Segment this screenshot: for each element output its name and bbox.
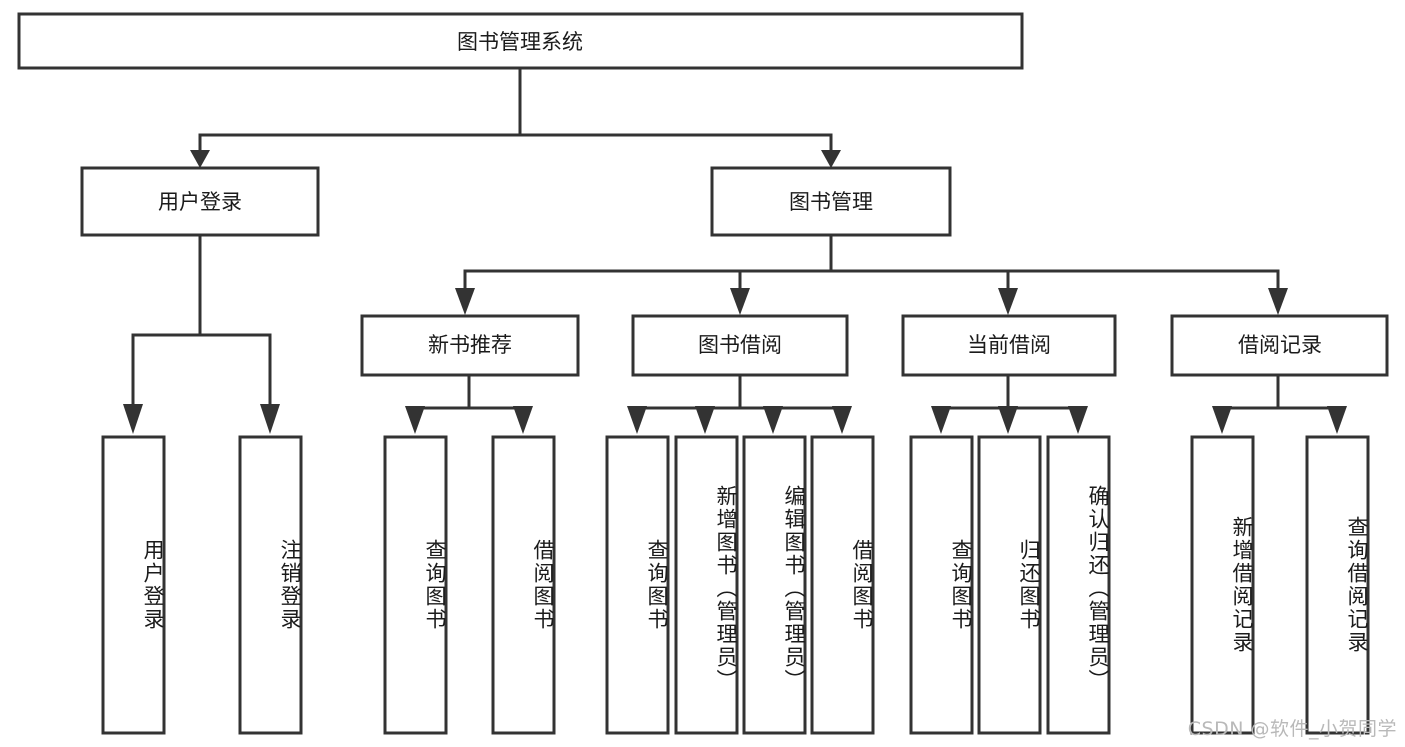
node-new-book-recommend-box[interactable] xyxy=(360,314,580,377)
node-leaf-query-record-box[interactable] xyxy=(1305,435,1370,735)
node-user-login[interactable]: 用户登录 xyxy=(80,166,320,237)
arrowhead-leaf-user-login xyxy=(123,404,143,434)
node-leaf-borrow-book-2-box[interactable] xyxy=(810,435,875,735)
node-current-borrow[interactable]: 当前借阅 xyxy=(901,314,1117,377)
node-leaf-borrow-book-1-box[interactable] xyxy=(491,435,556,735)
node-leaf-query-book-1-box[interactable] xyxy=(383,435,448,735)
arrowhead-leaf-confirm-return xyxy=(1068,406,1088,434)
arrowhead-leaf-query-book-1 xyxy=(405,406,425,434)
node-borrow-record[interactable]: 借阅记录 xyxy=(1170,314,1389,377)
node-leaf-query-book-3-box[interactable] xyxy=(909,435,974,735)
node-leaf-add-record-box[interactable] xyxy=(1190,435,1255,735)
node-root-label: 图书管理系统 xyxy=(457,30,583,54)
node-new-book-recommend[interactable]: 新书推荐 xyxy=(360,314,580,377)
arrowhead-new-book-recommend xyxy=(455,288,475,315)
node-leaf-user-login-box[interactable] xyxy=(101,435,166,735)
node-user-login-label: 用户登录 xyxy=(158,190,242,214)
node-leaf-edit-book-box[interactable] xyxy=(742,435,807,735)
node-root-box[interactable] xyxy=(17,12,1024,70)
arrowhead-leaf-borrow-book-1 xyxy=(513,406,533,434)
arrowhead-leaf-return-book xyxy=(998,406,1018,434)
connector-layer xyxy=(123,66,1347,434)
node-leaf-query-book-2-box[interactable] xyxy=(605,435,670,735)
node-leaf-return-book-box[interactable] xyxy=(977,435,1042,735)
node-book-manage-label: 图书管理 xyxy=(789,190,873,214)
arrowhead-leaf-query-record xyxy=(1327,406,1347,434)
node-book-manage-box[interactable] xyxy=(710,166,952,237)
node-book-borrow-label: 图书借阅 xyxy=(698,333,782,357)
node-leaf-user-logout-box[interactable] xyxy=(238,435,303,735)
node-leaf-add-book-box[interactable] xyxy=(674,435,739,735)
node-borrow-record-box[interactable] xyxy=(1170,314,1389,377)
node-root[interactable]: 图书管理系统 xyxy=(17,12,1024,70)
arrowhead-leaf-user-logout xyxy=(260,404,280,434)
node-borrow-record-label: 借阅记录 xyxy=(1238,333,1322,357)
node-user-login-box[interactable] xyxy=(80,166,320,237)
node-book-borrow[interactable]: 图书借阅 xyxy=(631,314,849,377)
node-leaf-confirm-return-box[interactable] xyxy=(1046,435,1111,735)
arrowhead-book-borrow xyxy=(730,288,750,315)
arrowhead-leaf-query-book-3 xyxy=(931,406,951,434)
node-layer: 图书管理系统 用户登录 图书管理 新书推荐 图书借阅 当前 xyxy=(17,12,1389,735)
node-current-borrow-box[interactable] xyxy=(901,314,1117,377)
arrowhead-leaf-borrow-book-2 xyxy=(832,406,852,434)
arrowhead-current-borrow xyxy=(998,288,1018,315)
arrowhead-borrow-record xyxy=(1268,288,1288,315)
node-book-manage[interactable]: 图书管理 xyxy=(710,166,952,237)
arrowhead-leaf-query-book-2 xyxy=(627,406,647,434)
arrowhead-book-manage xyxy=(821,150,841,168)
node-current-borrow-label: 当前借阅 xyxy=(967,333,1051,357)
node-book-borrow-box[interactable] xyxy=(631,314,849,377)
csdn-watermark: CSDN @软件_小贺同学 xyxy=(1187,718,1397,740)
arrowhead-leaf-add-record xyxy=(1212,406,1232,434)
arrowhead-leaf-edit-book xyxy=(763,406,783,434)
arrowhead-user-login xyxy=(190,150,210,168)
node-new-book-recommend-label: 新书推荐 xyxy=(428,333,512,357)
arrowhead-leaf-add-book xyxy=(695,406,715,434)
